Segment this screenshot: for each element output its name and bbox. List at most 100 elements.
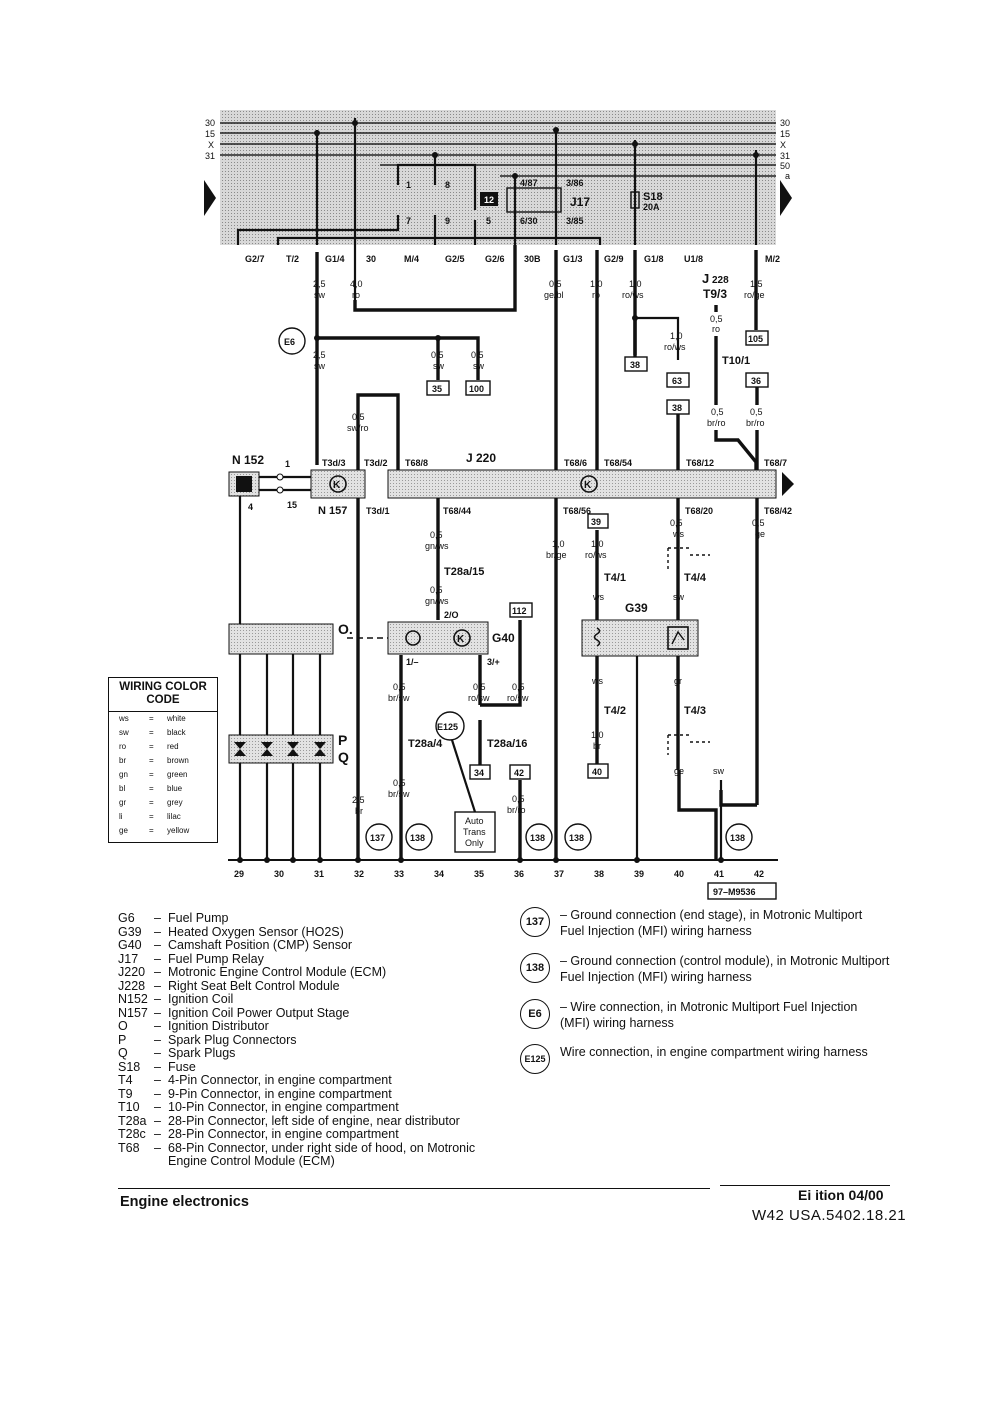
svg-text:sw/ro: sw/ro [347,423,369,433]
svg-text:0,5: 0,5 [473,682,486,692]
svg-text:br: br [355,806,363,816]
svg-text:39: 39 [634,869,644,879]
svg-text:J17: J17 [570,195,590,209]
svg-text:9: 9 [445,216,450,226]
track-numbers: 29 30 31 32 33 34 35 36 37 38 39 40 41 4… [234,869,764,879]
svg-text:5: 5 [486,216,491,226]
svg-text:41: 41 [714,869,724,879]
legend-item: T9–9-Pin Connector, in engine compartmen… [118,1086,392,1101]
spark-plugs [228,734,334,764]
svg-text:P: P [338,732,347,748]
svg-text:100: 100 [469,384,484,394]
svg-text:sw: sw [473,361,485,371]
color-code-row: ro=red [119,742,179,751]
svg-text:ro/ge: ro/ge [744,290,765,300]
svg-text:T28a/16: T28a/16 [487,738,527,750]
rail-label: 15 [205,129,215,139]
color-code-row: bl=blue [119,784,183,793]
svg-text:4: 4 [248,502,253,512]
relay-marker [480,192,498,206]
svg-text:N 152: N 152 [232,453,264,467]
svg-text:gn/ws: gn/ws [425,596,449,606]
svg-text:Only: Only [465,838,484,848]
svg-text:T68/56: T68/56 [563,506,591,516]
svg-text:0,5: 0,5 [430,585,443,595]
ref-boxes-upper: 38 1,0 ro/ws 63 38 0,5 sw/ro [347,318,690,470]
top-wire-labels: 2,5 sw 4,0 ro 0,5 ge/bl 1,0 ro 1,0 ro/ws… [313,279,765,300]
shield-marks [667,547,710,755]
svg-text:0,5: 0,5 [352,412,365,422]
wiring-color-code: WIRING COLOR CODE ws=white sw=black ro=r… [108,677,218,843]
svg-text:br/ro: br/ro [507,805,526,815]
rail-label: X [208,140,214,150]
svg-text:T4/4: T4/4 [684,572,707,584]
svg-text:0,5: 0,5 [750,407,763,417]
svg-text:G2/7: G2/7 [245,254,265,264]
svg-text:3/85: 3/85 [566,216,584,226]
svg-text:sw: sw [673,592,685,602]
svg-text:ro: ro [352,290,360,300]
svg-text:112: 112 [512,606,527,616]
svg-text:137: 137 [370,833,385,843]
svg-text:G1/3: G1/3 [563,254,583,264]
svg-text:138: 138 [730,833,745,843]
svg-text:G1/8: G1/8 [644,254,664,264]
component-legend: G6–Fuel Pump G39–Heated Oxygen Sensor (H… [118,911,518,1169]
svg-text:36: 36 [751,376,761,386]
color-code-row: ws=white [119,714,186,723]
svg-text:ro/sw: ro/sw [468,693,490,703]
svg-text:U1/8: U1/8 [684,254,703,264]
legend-item: T68–68-Pin Connector, under right side o… [118,1140,476,1168]
svg-text:br/sw: br/sw [388,693,410,703]
svg-text:T68/42: T68/42 [764,506,792,516]
footer-title: Engine electronics [120,1194,249,1210]
svg-text:63: 63 [672,376,682,386]
svg-text:Q: Q [338,749,349,765]
legend-item: J228–Right Seat Belt Control Module [118,978,340,993]
svg-text:T68/8: T68/8 [405,458,428,468]
svg-text:0,5: 0,5 [710,314,723,324]
rail-label: 30 [780,118,790,128]
svg-text:T/2: T/2 [286,254,299,264]
continue-right-arrow-ecm [782,472,794,496]
svg-text:T68/7: T68/7 [764,458,787,468]
color-code-row: br=brown [119,756,189,765]
svg-text:138: 138 [530,833,545,843]
color-code-row: ge=yellow [119,826,190,835]
legend-item: J220–Motronic Engine Control Module (ECM… [118,965,387,979]
legend-item: O–Ignition Distributor [118,1019,269,1033]
svg-text:br/sw: br/sw [388,789,410,799]
rail-label: a [785,171,790,181]
ground-138-icon: 138 [520,953,550,983]
svg-text:0,5: 0,5 [393,682,406,692]
legend-item: T28c–28-Pin Connector, in engine compart… [118,1127,399,1141]
legend-item: T28a–28-Pin Connector, left side of engi… [118,1113,460,1128]
svg-text:8: 8 [445,180,450,190]
svg-text:ge: ge [674,766,684,776]
connector-row: G2/7 T/2 G1/4 30 M/4 G2/5 G2/6 30B G1/3 … [245,254,780,264]
svg-text:0,5: 0,5 [752,518,765,528]
svg-text:15: 15 [287,500,297,510]
svg-text:0,5: 0,5 [393,778,406,788]
svg-text:K: K [333,480,341,491]
legend-item: N152–Ignition Coil [118,992,234,1006]
svg-text:3/+: 3/+ [487,657,500,667]
bottom-wire-labels: 0,5 br/sw T28a/4 0,5 ro/sw T28a/16 0,5 r… [352,676,725,816]
svg-text:2,5: 2,5 [313,350,326,360]
svg-text:ws: ws [591,676,603,686]
relay-panel [220,110,776,245]
ground-137-icon: 137 [520,907,550,937]
svg-text:E6: E6 [284,337,295,347]
svg-text:T9/3: T9/3 [703,287,727,301]
svg-text:sw: sw [314,361,326,371]
figure-id-box [707,882,777,900]
svg-text:G2/6: G2/6 [485,254,505,264]
svg-text:1,0: 1,0 [591,730,604,740]
svg-text:T3d/1: T3d/1 [366,506,390,516]
svg-text:M/2: M/2 [765,254,780,264]
fuse-s18 [630,191,640,209]
color-code-row: li=lilac [119,812,181,821]
legend-item: G6–Fuel Pump [118,911,229,925]
svg-text:33: 33 [394,869,404,879]
